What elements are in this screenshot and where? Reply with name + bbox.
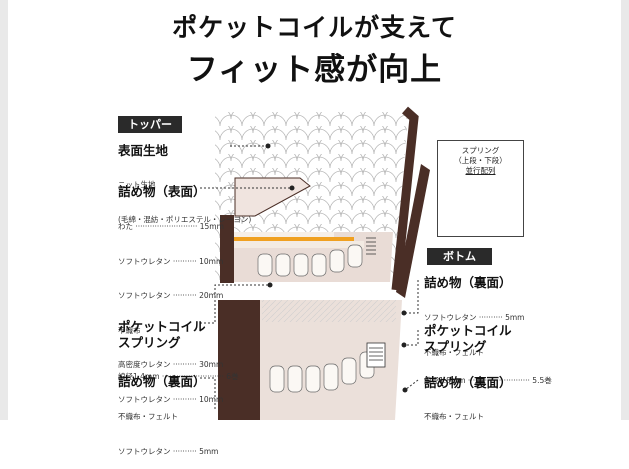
spring-arrangement-box: スプリング （上段・下段） 並行配列 bbox=[437, 140, 524, 237]
headline-line-1: ポケットコイルが支えて bbox=[172, 13, 457, 42]
bottom-coil-title-2: スプリング bbox=[424, 339, 487, 354]
bottom-coil-specs: 線径1.8mm ·························· 5.5巻 bbox=[424, 376, 552, 385]
left-margin-bar bbox=[0, 0, 8, 420]
padding-bottom-title: 詰め物（裏面） bbox=[118, 374, 206, 389]
topper-coil-title-2: スプリング bbox=[118, 335, 181, 350]
mattress-cross-section-illustration bbox=[200, 106, 517, 420]
bottom-padding-back-title: 詰め物（裏面） bbox=[424, 275, 512, 290]
bottom-badge: ボトム bbox=[427, 248, 492, 265]
topper-border-edge bbox=[391, 106, 419, 291]
topper-badge: トッパー bbox=[118, 116, 182, 133]
padding-top-specs: わた ·························· 15mm ソフトウレ… bbox=[118, 222, 224, 404]
topper-coil-title-1: ポケットコイル bbox=[118, 319, 206, 334]
right-margin-bar bbox=[621, 0, 629, 420]
spring-box-line-3: 並行配列 bbox=[465, 166, 496, 175]
bottom-padding-under-specs: 不織布・フェルト bbox=[424, 412, 484, 421]
topper-front-edge bbox=[220, 215, 234, 283]
bottom-padding-under-title: 詰め物（裏面） bbox=[424, 375, 512, 390]
headline-line-2: フィット感が向上 bbox=[186, 52, 443, 88]
bottom-padding-back-specs: ソフトウレタン ·········· 5mm 不織布・フェルト bbox=[424, 313, 525, 357]
surface-fabric-title: 表面生地 bbox=[118, 143, 169, 158]
topper-pocket-coils bbox=[257, 244, 363, 277]
bottom-coil-title-1: ポケットコイル bbox=[424, 323, 512, 338]
padding-bottom-specs: 不織布・フェルト ソフトウレタン ·········· 5mm bbox=[118, 412, 219, 456]
orange-urethane-layer bbox=[234, 237, 354, 241]
spring-box-line-1: スプリング bbox=[461, 146, 500, 155]
spring-box-line-2: （上段・下段） bbox=[454, 156, 507, 165]
bottom-border-edge bbox=[396, 164, 430, 298]
surface-fabric-specs: ニット生地 (毛綿・混紡・ポリエステル・レーヨン) bbox=[118, 180, 252, 224]
topper-coil-specs: 線径1.4mm ·························· 6巻 bbox=[118, 372, 239, 381]
padding-top-title: 詰め物（表面） bbox=[118, 184, 206, 199]
